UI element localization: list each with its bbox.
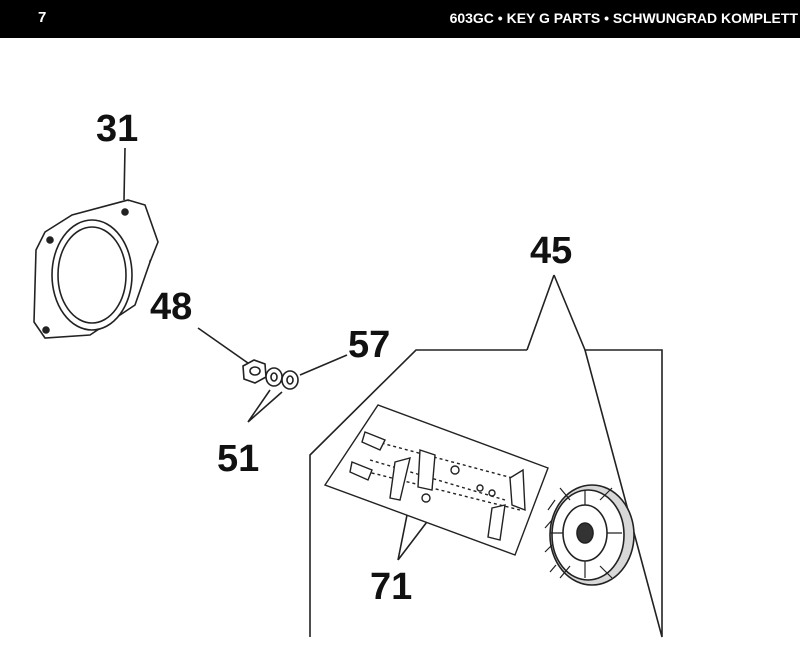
callout-45: 45 <box>530 230 573 272</box>
callout-57: 57 <box>348 324 391 366</box>
leader-48 <box>197 327 256 369</box>
washers-51-57 <box>265 367 299 390</box>
kit-outline-45 <box>309 349 663 638</box>
page-header: 7 603GC • KEY G PARTS • SCHWUNGRAD KOMPL… <box>0 0 800 38</box>
callout-48: 48 <box>150 286 193 328</box>
nut-48 <box>242 359 267 384</box>
leader-31 <box>123 147 126 201</box>
callout-31: 31 <box>96 108 139 150</box>
pawl-kit-71 <box>323 404 549 556</box>
page-title: 603GC • KEY G PARTS • SCHWUNGRAD KOMPLET… <box>449 10 798 26</box>
page-number: 7 <box>38 9 47 26</box>
flywheel-45 <box>544 484 635 586</box>
callout-71: 71 <box>370 566 413 608</box>
starter-housing-31 <box>33 199 159 339</box>
callout-51: 51 <box>217 438 260 480</box>
leader-51 <box>247 389 283 423</box>
leader-45 <box>526 274 586 351</box>
leader-57 <box>299 354 348 376</box>
